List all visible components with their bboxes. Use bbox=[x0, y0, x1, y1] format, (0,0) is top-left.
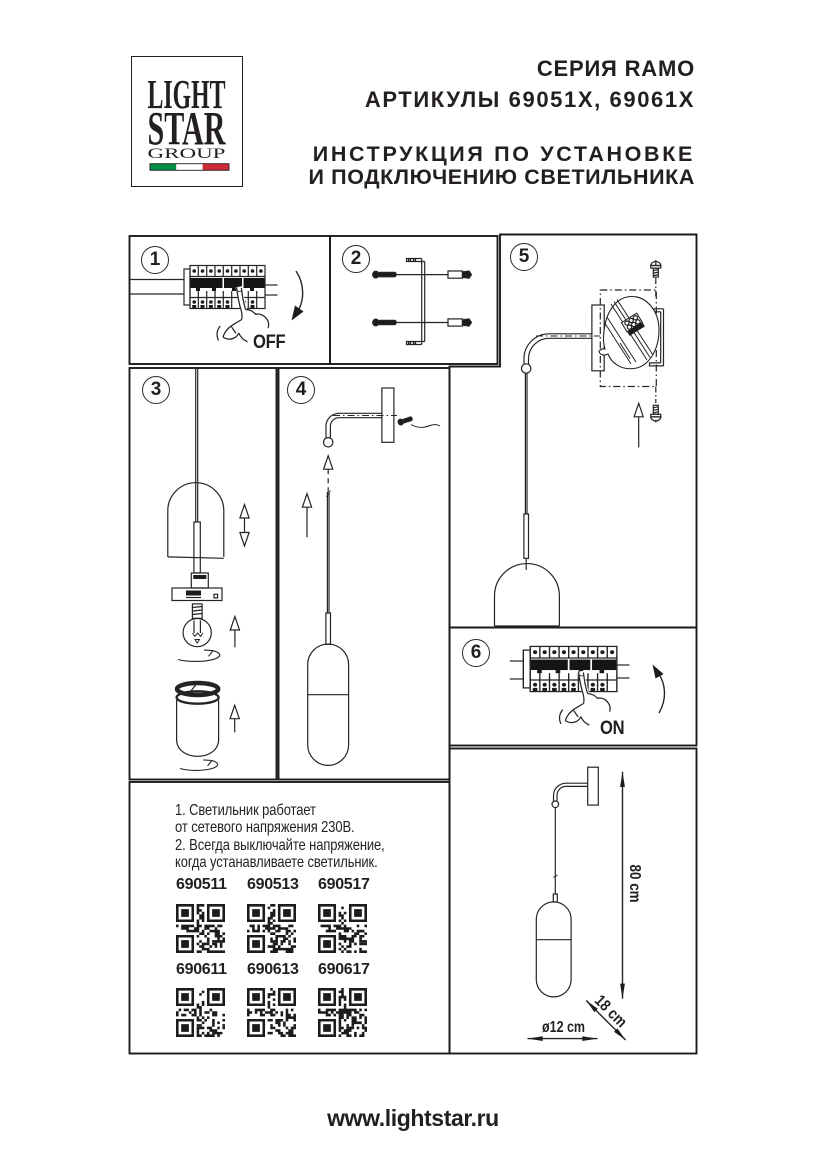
lightstar-logo: LIGHT STAR GROUP bbox=[131, 56, 243, 187]
panel1-breaker-off-drawing bbox=[130, 264, 304, 343]
qr-code bbox=[176, 988, 225, 1037]
height-dimension-label: 80 cm bbox=[626, 864, 643, 903]
on-label: ON bbox=[600, 717, 625, 739]
instruction-title-line2: И ПОДКЛЮЧЕНИЮ СВЕТИЛЬНИКА bbox=[308, 165, 695, 189]
panel3-number: 3 bbox=[142, 376, 170, 404]
note-line: 2. Всегда выключайте напряжение, bbox=[175, 836, 385, 854]
italian-flag-icon bbox=[149, 163, 230, 171]
logo-star: STAR bbox=[148, 103, 227, 156]
note-line: от сетевого напряжения 230В. bbox=[175, 819, 355, 837]
diameter-dimension-label: ø12 cm bbox=[542, 1019, 586, 1036]
article-number: 690611 bbox=[176, 961, 227, 978]
article-number: 690613 bbox=[247, 961, 299, 978]
qr-code bbox=[318, 904, 367, 953]
panel-borders bbox=[128, 233, 698, 1055]
note-line: когда устанавливаете светильник. bbox=[175, 854, 378, 872]
article-number: 690511 bbox=[176, 876, 227, 893]
logo-group: GROUP bbox=[148, 146, 226, 162]
article-number: 690513 bbox=[247, 876, 299, 893]
safety-notes: 1. Светильник работает от сетевого напря… bbox=[175, 802, 385, 872]
articles-title: АРТИКУЛЫ 69051X, 69061X bbox=[364, 87, 695, 112]
instruction-title-line1: ИНСТРУКЦИЯ ПО УСТАНОВКЕ bbox=[312, 142, 695, 166]
qr-code bbox=[247, 904, 296, 953]
panel6-number: 6 bbox=[462, 639, 490, 667]
website-url: www.lightstar.ru bbox=[327, 1105, 499, 1131]
dimension-drawing bbox=[527, 766, 627, 1041]
qr-code bbox=[247, 988, 296, 1037]
panel5-mounting-drawing bbox=[493, 260, 665, 627]
panel4-pendant-drawing bbox=[301, 387, 441, 766]
series-title: СЕРИЯ RAMO bbox=[536, 56, 695, 81]
qr-code bbox=[318, 988, 367, 1037]
panel2-number: 2 bbox=[342, 245, 370, 273]
panel5-number: 5 bbox=[510, 243, 538, 271]
logo-light: LIGHT bbox=[148, 71, 226, 117]
note-line: 1. Светильник работает bbox=[175, 802, 316, 819]
panel2-fasteners-drawing bbox=[372, 257, 473, 346]
panel4-number: 4 bbox=[287, 376, 315, 404]
article-number: 690517 bbox=[318, 876, 370, 893]
panel3-assembly-drawing bbox=[167, 368, 250, 771]
panel6-breaker-on-drawing bbox=[509, 645, 666, 726]
off-label: OFF bbox=[253, 331, 286, 353]
qr-code bbox=[176, 904, 225, 953]
article-number: 690617 bbox=[318, 961, 370, 978]
panel1-number: 1 bbox=[141, 246, 169, 274]
